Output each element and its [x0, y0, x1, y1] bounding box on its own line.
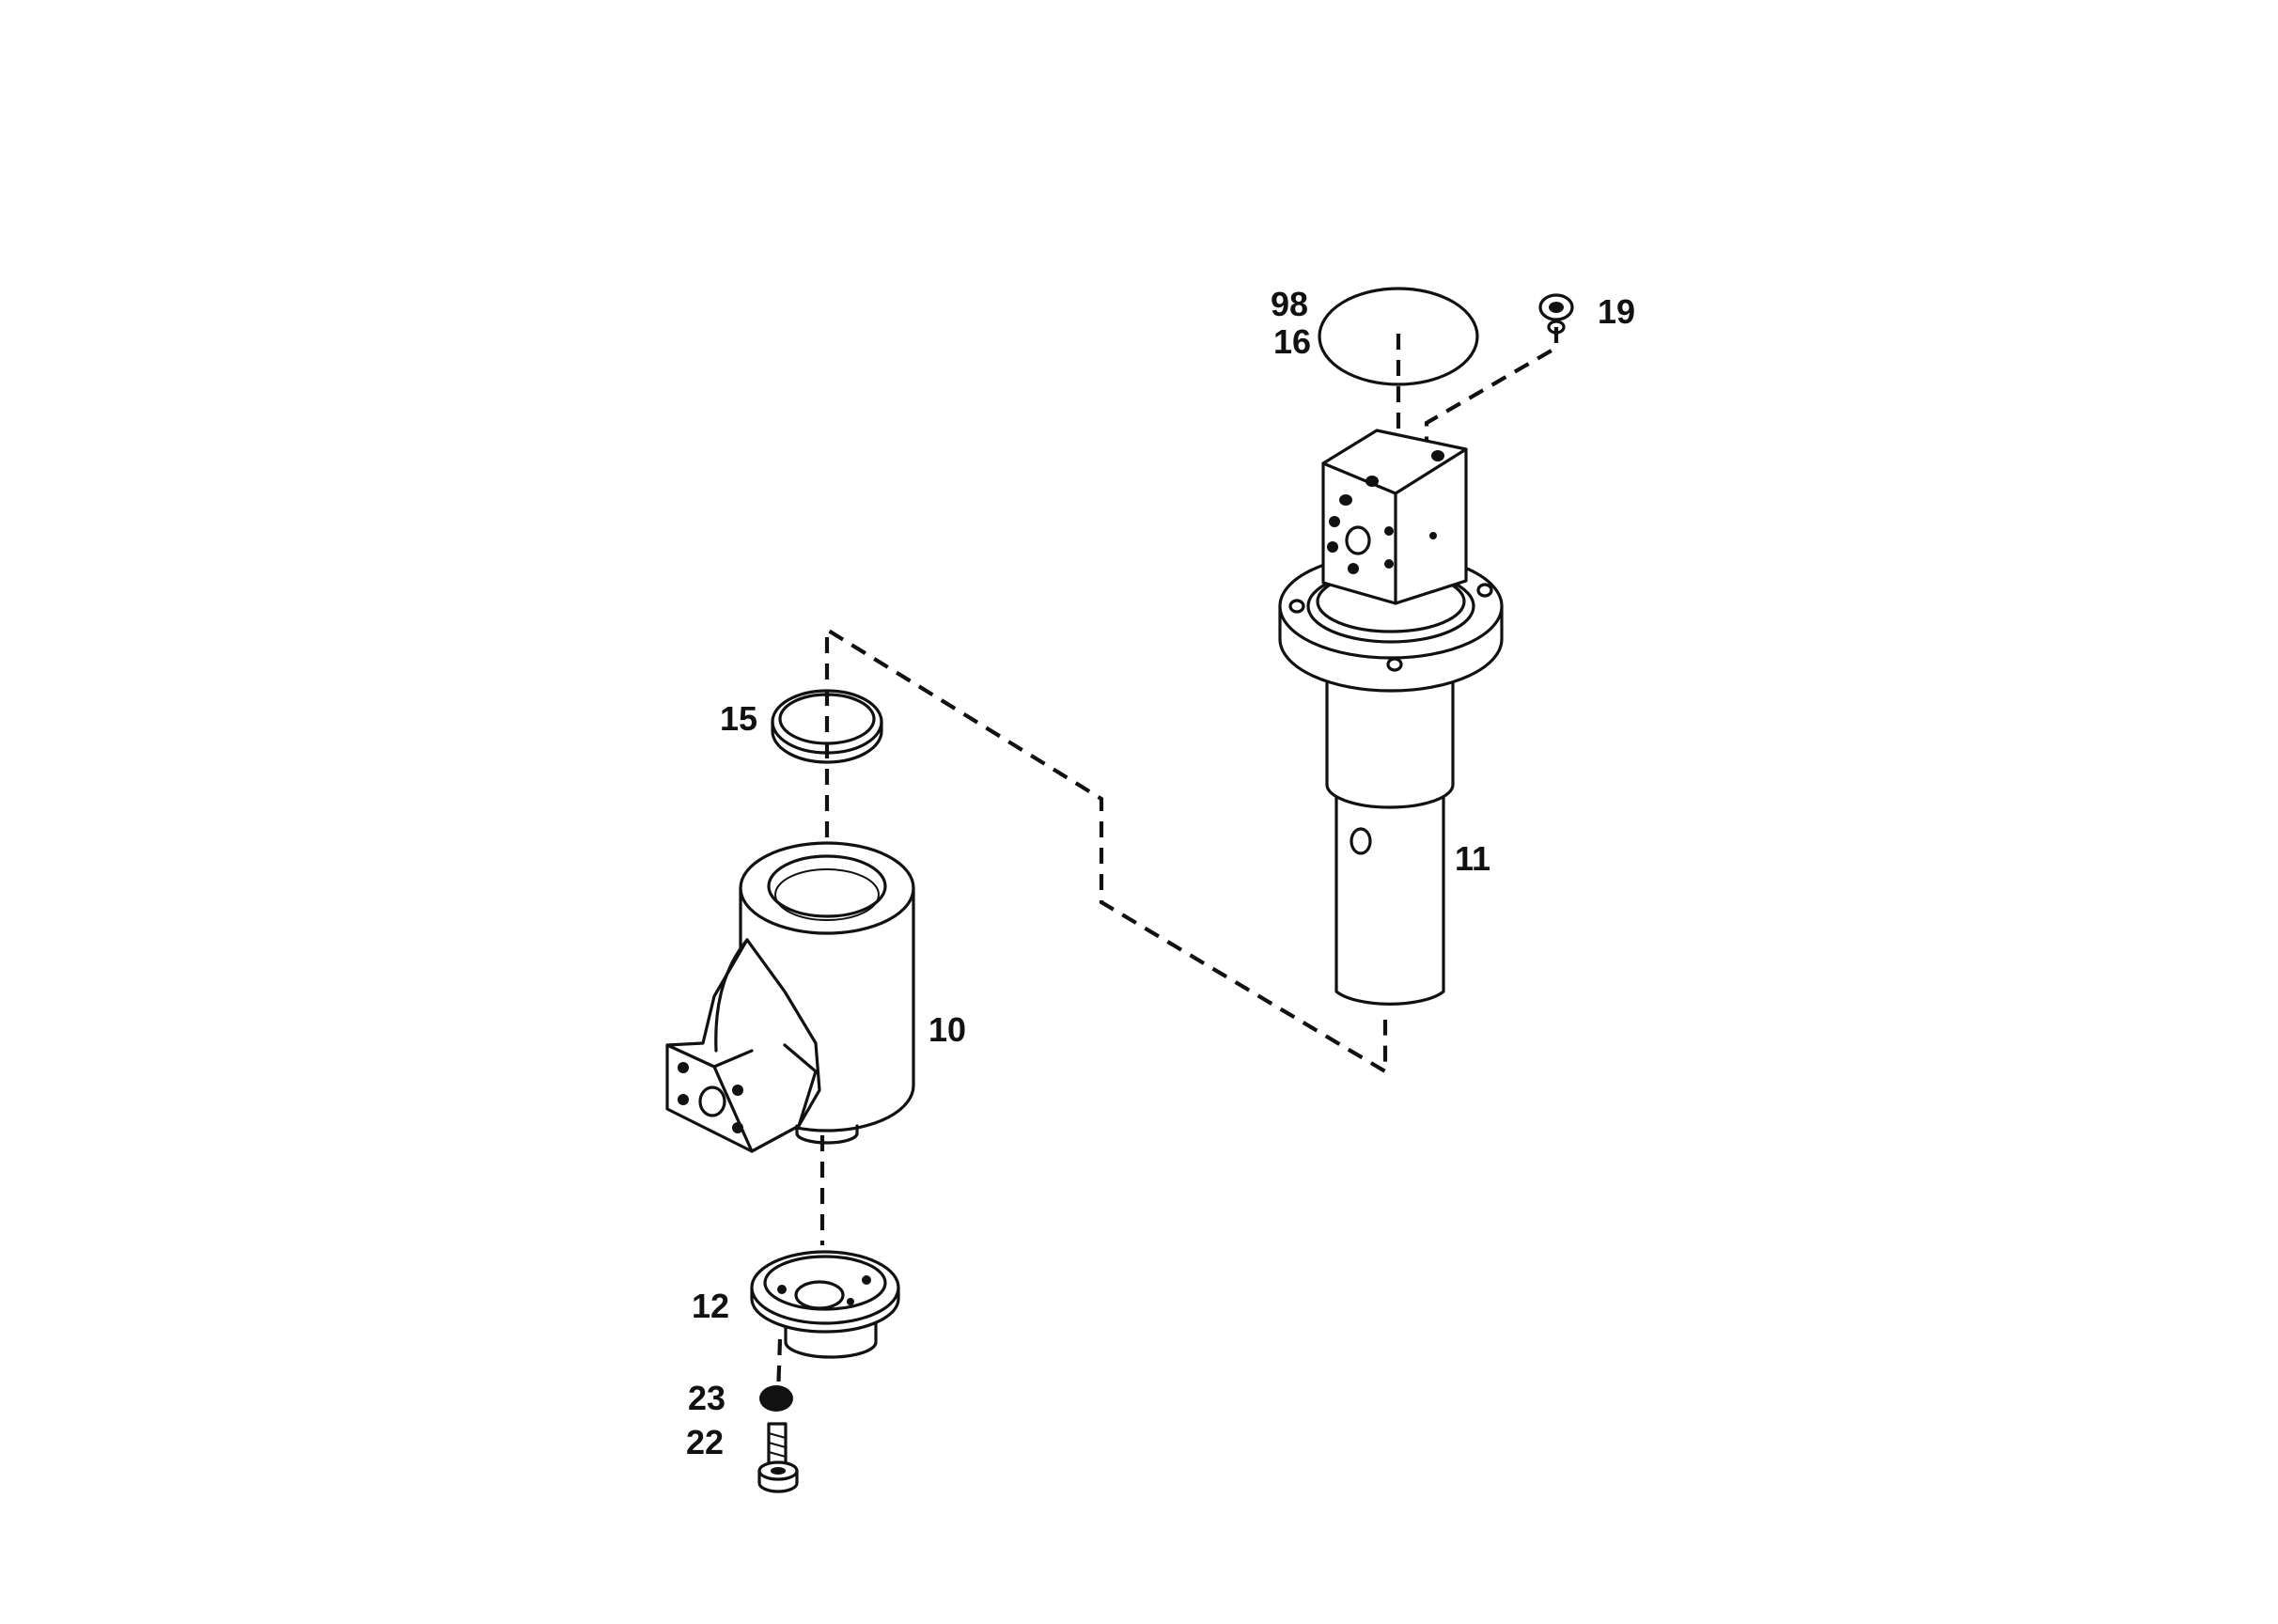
- seal-ring-icon: [771, 689, 883, 764]
- callout-22: 22: [686, 1423, 724, 1461]
- callout-10: 10: [928, 1010, 966, 1049]
- callout-15: 15: [720, 699, 757, 738]
- callout-12: 12: [692, 1287, 729, 1325]
- gasket-ring-icon: [1318, 287, 1479, 386]
- callout-19: 19: [1598, 292, 1635, 331]
- callout-98: 98: [1271, 285, 1308, 323]
- plug-icon: [1538, 293, 1574, 335]
- bolt-icon: [757, 1422, 799, 1493]
- callout-16: 16: [1273, 322, 1311, 361]
- callout-23: 23: [688, 1379, 726, 1417]
- callout-labels: 98 16 19 15 11 10 12 23 22: [686, 285, 1635, 1461]
- callout-11: 11: [1455, 839, 1490, 878]
- rotary-shaft-icon: [1278, 429, 1504, 1006]
- housing-icon: [665, 841, 915, 1153]
- cover-flange-icon: [750, 1250, 900, 1359]
- washer-icon: [759, 1385, 793, 1412]
